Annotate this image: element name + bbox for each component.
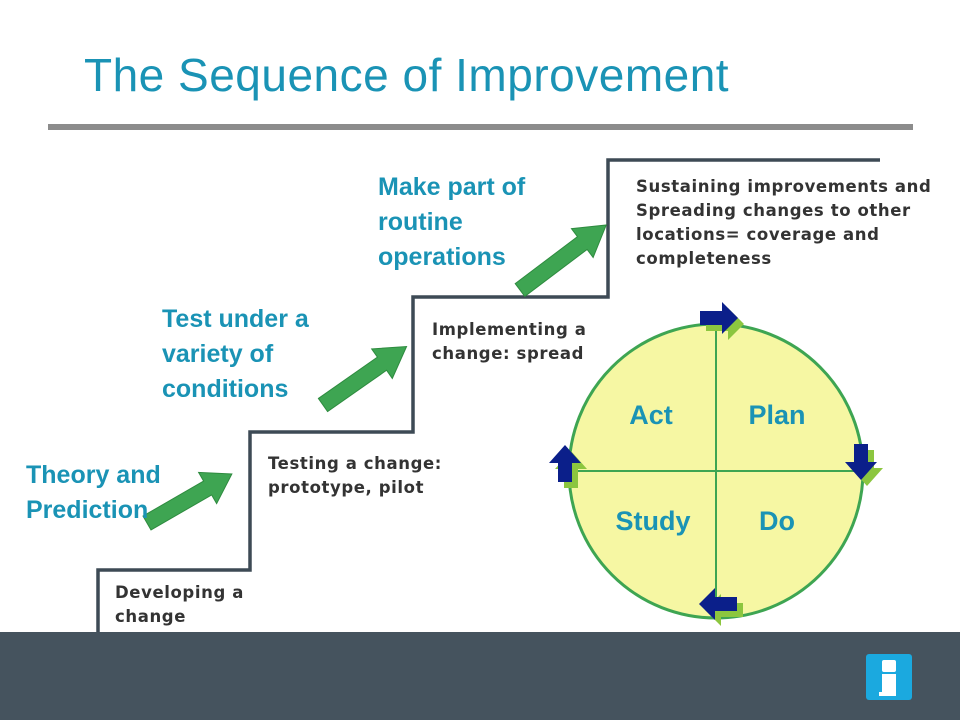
stage-desc-sustaining: Sustaining improvements and Spreading ch… (636, 177, 932, 268)
pdsa-do-label: Do (759, 506, 795, 536)
stage-desc-testing: Testing a change: prototype, pilot (268, 454, 443, 497)
pdsa-plan-label: Plan (748, 400, 805, 430)
pdsa-act-label: Act (629, 400, 673, 430)
up-right-arrow-icon (317, 345, 408, 413)
stage-desc-implementing: Implementing a change: spread (432, 320, 587, 363)
staircase-line (96, 158, 880, 632)
up-right-arrow-icon (514, 224, 608, 298)
cycle-arrow-icon (700, 302, 744, 340)
footer-bar (0, 632, 960, 720)
cycle-arrow-icon (549, 445, 587, 488)
page-title: The Sequence of Improvement (84, 49, 730, 101)
cycle-arrow-icon (845, 444, 883, 486)
pdsa-study-label: Study (615, 506, 690, 536)
stage-label-test: Test under a variety of conditions (162, 305, 309, 403)
info-logo-icon (866, 654, 912, 700)
logo-dot (882, 660, 896, 672)
stage-label-theory: Theory and Prediction (26, 461, 161, 524)
logo-stem (879, 674, 896, 696)
stage-desc-developing: Developing a change (115, 583, 244, 626)
pdsa-cycle: Act Plan Study Do (567, 322, 865, 620)
up-right-arrow-icon (142, 471, 233, 531)
title-divider (48, 124, 913, 130)
cycle-arrow-icon (699, 588, 743, 626)
stage-label-routine: Make part of routine operations (378, 173, 526, 271)
